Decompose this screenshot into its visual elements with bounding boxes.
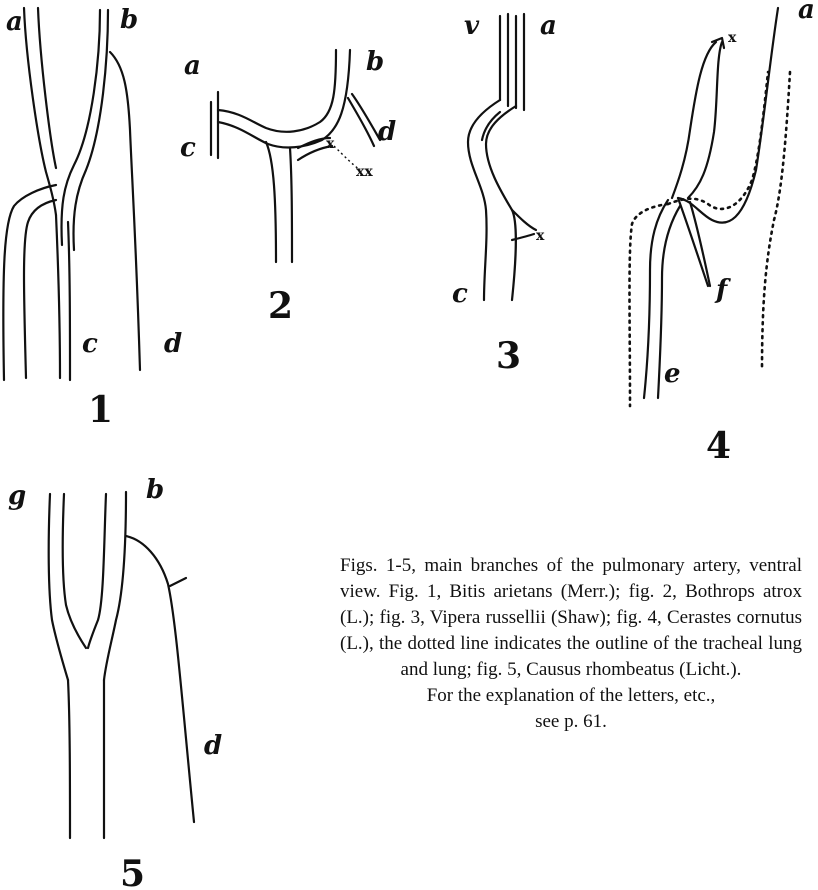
- fig5-vessel-b-left: [88, 494, 106, 648]
- fig2-label-d: d: [378, 117, 396, 147]
- fig2-trunk-right: [290, 148, 292, 262]
- fig3-branch-x-upper: [482, 112, 500, 140]
- fig5-vessel-g-left: [49, 494, 68, 680]
- fig2-mark-xx: xx: [356, 164, 373, 180]
- fig1-vessel-c-left: [56, 215, 60, 378]
- fig1-branch-loop-inner: [24, 200, 56, 378]
- fig1-vessel-b-left: [62, 10, 101, 245]
- fig3-curve-outer: [468, 100, 500, 300]
- fig4-lung-outline-right: [762, 72, 790, 370]
- fig5-trunk-left: [68, 680, 70, 838]
- fig5-vessel-b-right: [104, 492, 126, 680]
- fig1-label-a: a: [6, 7, 23, 37]
- fig5-label-g: g: [8, 481, 26, 511]
- figure-3: x v a c 3: [452, 11, 557, 377]
- fig4-mark-x: x: [728, 30, 737, 46]
- fig1-vessel-b-right: [74, 10, 109, 250]
- fig2-trunk-left: [266, 142, 276, 262]
- fig1-label-d: d: [164, 329, 182, 359]
- caption-body: Figs. 1-5, main branches of the pulmonar…: [340, 553, 802, 683]
- fig3-label-a: a: [540, 11, 557, 41]
- fig2-label-a: a: [184, 51, 201, 81]
- fig4-label-f: f: [714, 275, 731, 305]
- figure-5: g b d 5: [8, 475, 222, 890]
- fig1-label-b: b: [120, 5, 138, 35]
- fig3-label-c: c: [452, 279, 468, 309]
- caption-note: For the explanation of the letters, etc.…: [340, 683, 802, 735]
- fig3-number: 3: [496, 335, 521, 377]
- fig1-label-c: c: [82, 329, 98, 359]
- fig3-label-v: v: [464, 11, 480, 41]
- figure-caption: Figs. 1-5, main branches of the pulmonar…: [340, 553, 802, 735]
- caption-note-line1: For the explanation of the letters, etc.…: [340, 683, 802, 709]
- fig1-vessel-c-right: [68, 222, 70, 380]
- figure-2: x xx a b c d 2: [180, 47, 396, 327]
- fig4-number: 4: [706, 425, 731, 467]
- fig1-number: 1: [88, 389, 113, 431]
- fig4-label-a: a: [798, 0, 815, 25]
- fig5-tick: [170, 578, 186, 586]
- fig2-vessel-d-right: [352, 94, 380, 140]
- fig1-branch-loop: [3, 185, 56, 380]
- fig2-number: 2: [268, 285, 293, 327]
- fig2-arch-upper: [218, 50, 336, 132]
- fig4-loop-x-left: [672, 42, 716, 198]
- fig5-label-b: b: [146, 475, 164, 505]
- fig4-loop-x-right: [688, 42, 722, 198]
- fig4-label-e: e: [664, 359, 681, 389]
- fig3-curve-inner: [486, 106, 516, 300]
- fig5-vessel-g-right: [63, 494, 86, 648]
- fig4-lung-outline-top: [668, 72, 768, 209]
- figure-1: a b c d 1: [3, 5, 182, 431]
- fig2-label-c: c: [180, 133, 196, 163]
- caption-note-line2: see p. 61.: [340, 709, 802, 735]
- fig5-label-d: d: [204, 731, 222, 761]
- fig5-number: 5: [120, 853, 145, 890]
- fig2-label-b: b: [366, 47, 384, 77]
- fig1-vessel-d: [110, 52, 140, 370]
- fig3-mark-x: x: [536, 228, 545, 244]
- fig2-mark-x: x: [326, 136, 335, 152]
- figure-4: x a f e 4: [630, 0, 815, 467]
